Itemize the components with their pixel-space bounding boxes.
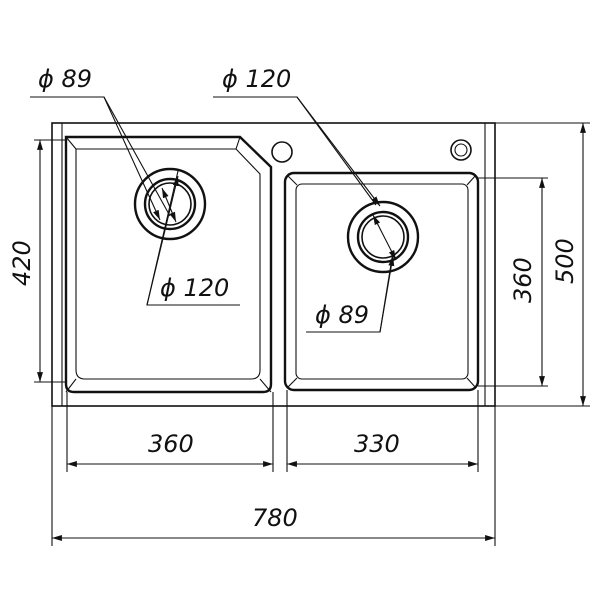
left-bowl-corner-bevel-3 <box>259 378 272 393</box>
right-bowl-corner-bevel-4 <box>466 377 477 389</box>
left-bowl-corner-bevel-2 <box>65 378 77 393</box>
right-drain-diameter-arrow-bottom <box>379 255 395 333</box>
right-bowl-corner-bevel-2 <box>466 174 477 186</box>
left-bowl-corner-bevel-1 <box>65 136 77 150</box>
right-drain-inner <box>356 210 410 264</box>
right-bowl-outer <box>283 171 480 392</box>
left-drain-inner <box>143 177 197 231</box>
tap-hole-right <box>450 139 472 161</box>
right-drain-core <box>361 215 405 259</box>
dim-360-vert-label: 360 <box>509 257 537 303</box>
dim-360-horiz-label: 360 <box>148 430 194 458</box>
right-drain-diameter-arrow-top <box>296 96 381 207</box>
right-drain-outer <box>346 200 420 274</box>
right-bowl-corner-bevel-3 <box>286 377 298 389</box>
dim-500-label: 500 <box>551 238 579 284</box>
dim-780-label: 780 <box>252 504 298 532</box>
left-drain-diameter-arrow-top <box>103 96 161 221</box>
right-bowl-corner-bevel-1 <box>286 174 298 186</box>
tap-hole-right-inner <box>454 143 468 157</box>
left-bowl-inner <box>75 148 261 380</box>
tap-hole-left <box>271 141 293 163</box>
dim-420-label: 420 <box>8 240 36 286</box>
left-drain-outer <box>133 167 207 241</box>
left-drain-outer-label: ϕ 89 <box>38 65 92 93</box>
left-drain-inner-label: ϕ 120 <box>160 274 229 302</box>
right-bowl-inner <box>295 183 469 380</box>
right-drain-diameter-arrow-mid <box>372 214 397 261</box>
left-bowl-outer <box>64 135 273 394</box>
right-drain-outer-label: ϕ 120 <box>222 65 291 93</box>
left-drain-core <box>148 182 192 226</box>
left-drain-diameter-arrow-mid <box>161 187 177 223</box>
dim-330-label: 330 <box>354 430 400 458</box>
sink-outline <box>51 122 496 407</box>
left-bowl-corner-bevel-4 <box>235 136 241 150</box>
right-drain-inner-label: ϕ 89 <box>315 301 369 329</box>
